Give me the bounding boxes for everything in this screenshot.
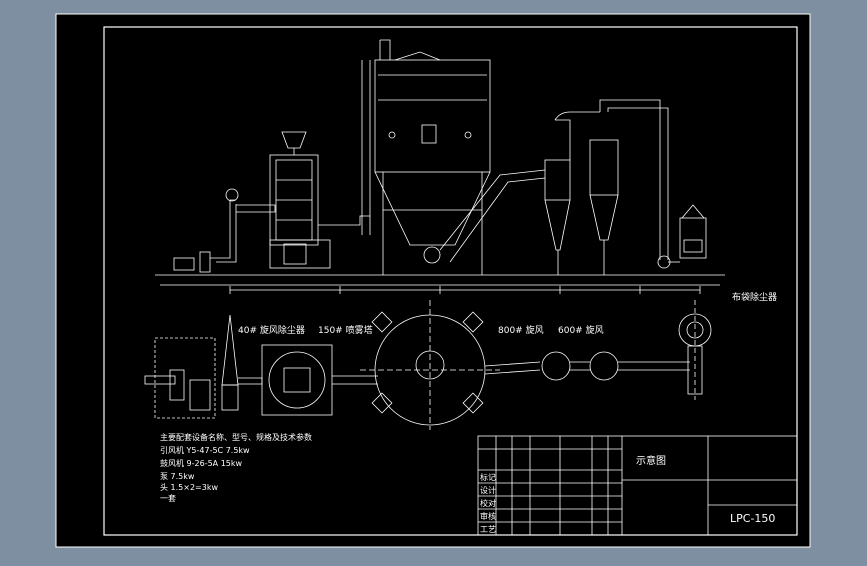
heater-plan	[261, 344, 333, 416]
label-item-c: 800# 旋风	[498, 324, 544, 336]
label-item-d: 600# 旋风	[558, 324, 604, 336]
drawing-title: 示意图	[636, 454, 666, 467]
plan-view	[144, 300, 712, 430]
drawing-frame	[103, 26, 798, 536]
row-label-4: 审核	[480, 511, 496, 521]
note-line-1: 主要配套设备名称、型号、规格及技术参数	[160, 432, 312, 442]
title-block	[477, 435, 798, 536]
plan-labels: 40# 旋风除尘器 150# 喷雾塔 800# 旋风 600# 旋风 布袋除尘器	[238, 291, 777, 336]
spray-tower	[374, 59, 491, 173]
label-item-b: 150# 喷雾塔	[318, 324, 373, 336]
note-line-6: 一套	[160, 493, 176, 503]
notes-block: 主要配套设备名称、型号、规格及技术参数 引风机 Y5-47-5C 7.5kw 鼓…	[160, 432, 312, 503]
note-line-2: 引风机 Y5-47-5C 7.5kw	[160, 445, 250, 455]
drawing-number: LPC-150	[730, 512, 775, 525]
row-label-5: 工艺	[480, 525, 496, 534]
cyclone-1	[544, 159, 571, 201]
row-label-1: 标记	[480, 472, 496, 482]
label-right-tag: 布袋除尘器	[732, 291, 777, 303]
row-label-2: 设计	[480, 485, 496, 495]
note-line-3: 鼓风机 9-26-5A 15kw	[160, 458, 243, 468]
title-block-text: 标记 设计 校对 审核 工艺 示意图 LPC-150	[480, 454, 775, 534]
note-line-4: 泵 7.5kw	[160, 472, 195, 481]
note-line-5: 头 1.5×2=3kw	[160, 482, 218, 492]
cyclone-2	[589, 139, 619, 196]
elevation-view	[155, 39, 725, 294]
bag-filter	[679, 217, 707, 259]
row-label-3: 校对	[480, 498, 496, 508]
label-item-a: 40# 旋风除尘器	[238, 324, 305, 336]
drawing-sheet	[55, 13, 811, 548]
